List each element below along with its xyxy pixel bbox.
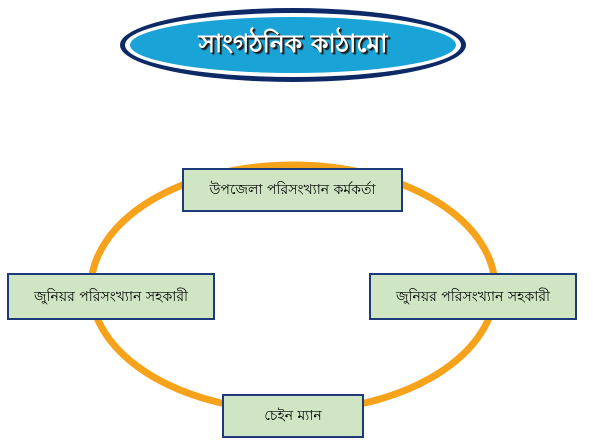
node-junior-statistics-assistant-right: জুনিয়র পরিসংখ্যান সহকারী (369, 273, 577, 320)
page-title: সাংগঠনিক কাঠামো (198, 28, 388, 58)
node-label: উপজেলা পরিসংখ্যান কর্মকর্তা (209, 182, 376, 198)
node-label: জুনিয়র পরিসংখ্যান সহকারী (395, 288, 551, 305)
title-banner: সাংগঠনিক কাঠামো (117, 5, 469, 85)
node-chain-man: চেইন ম্যান (222, 394, 364, 438)
node-label: চেইন ম্যান (264, 408, 322, 424)
node-junior-statistics-assistant-left: জুনিয়র পরিসংখ্যান সহকারী (7, 273, 215, 320)
node-upazila-statistics-officer: উপজেলা পরিসংখ্যান কর্মকর্তা (182, 168, 403, 212)
title-ellipse (120, 8, 466, 82)
node-label: জুনিয়র পরিসংখ্যান সহকারী (33, 288, 189, 305)
